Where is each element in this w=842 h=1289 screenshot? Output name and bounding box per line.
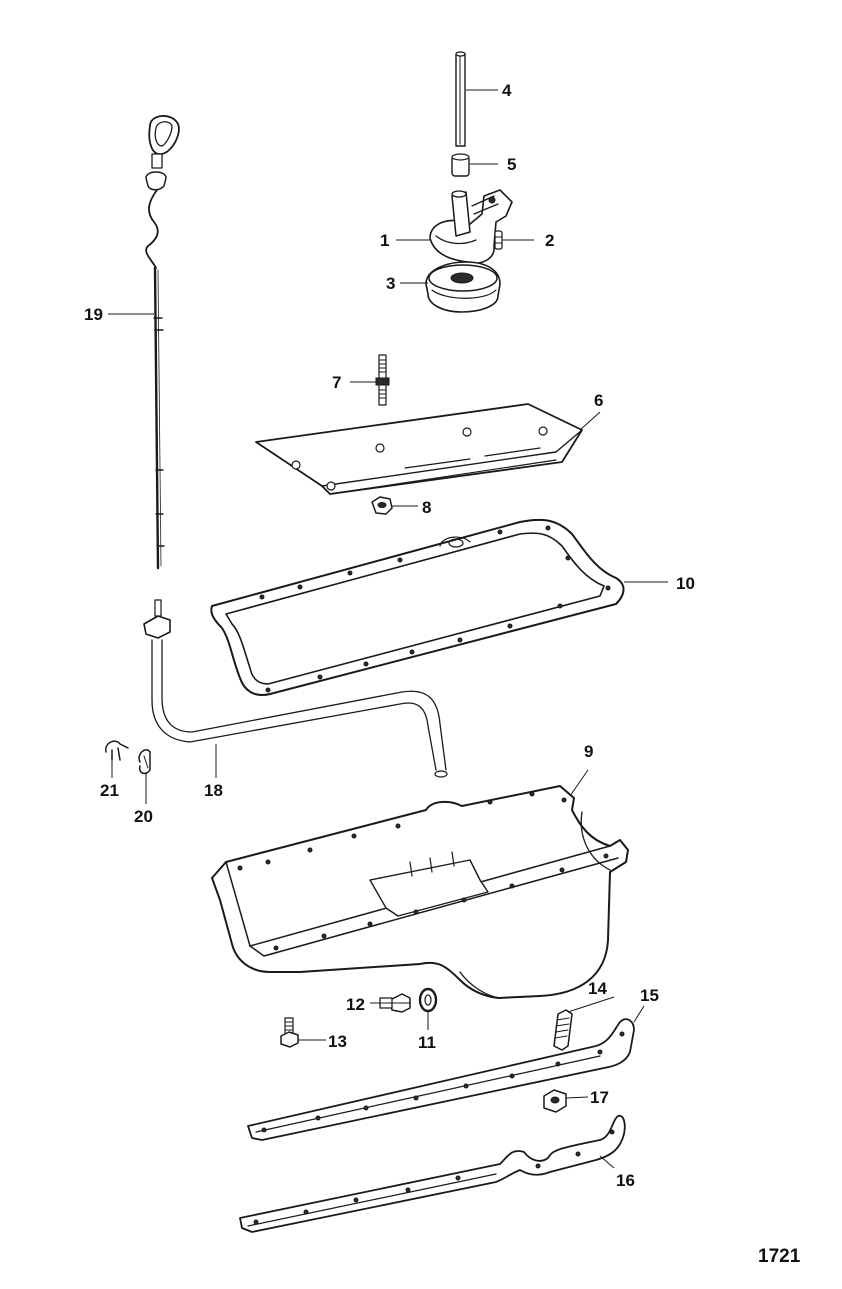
figure-number: 1721 [758,1246,801,1267]
part-clip-21 [105,740,129,761]
callout-2: 2 [545,231,554,250]
part-bolt [280,1017,299,1048]
callout-20: 20 [134,807,153,826]
part-clip-20 [138,749,151,775]
part-windage-tray [255,403,583,495]
callout-18: 18 [204,781,223,800]
gasket-bolt-holes [259,525,611,693]
part-pickup-screen [425,261,501,313]
leader-lines [108,89,668,1169]
part-pan-stud [553,1009,573,1051]
callout-16: 16 [616,1171,635,1190]
part-nut [371,496,393,515]
callout-13: 13 [328,1032,347,1051]
rail-seal-holes-lower [253,1129,615,1225]
part-pin [494,230,503,250]
callout-1: 1 [380,231,389,250]
callout-8: 8 [422,498,431,517]
callout-labels: 1 2 3 4 5 6 7 8 9 10 11 12 13 14 15 16 1… [84,81,695,1190]
callout-7: 7 [332,373,341,392]
pan-rail-holes [237,791,609,951]
part-pan-gasket [210,518,625,696]
callout-15: 15 [640,986,659,1005]
part-dipstick-tube [143,599,448,778]
rail-seal-holes-upper [261,1031,625,1133]
part-washer [418,987,438,1013]
part-stud [375,354,390,406]
callout-14: 14 [588,979,607,998]
part-sleeve [451,153,470,177]
callout-6: 6 [594,391,603,410]
callout-10: 10 [676,574,695,593]
part-oil-pan [211,785,629,999]
part-rail-seal-upper [247,1018,635,1141]
part-oil-pump [429,189,513,264]
callout-3: 3 [386,274,395,293]
callout-19: 19 [84,305,103,324]
callout-21: 21 [100,781,119,800]
part-pickup-rod [455,51,466,147]
callout-4: 4 [502,81,512,100]
callout-17: 17 [590,1088,609,1107]
part-rail-seal-lower [239,1114,626,1233]
callout-11: 11 [418,1033,436,1052]
part-pan-nut [543,1089,567,1113]
callout-9: 9 [584,742,593,761]
part-dipstick [145,115,180,570]
callout-5: 5 [507,155,516,174]
callout-12: 12 [346,995,365,1014]
